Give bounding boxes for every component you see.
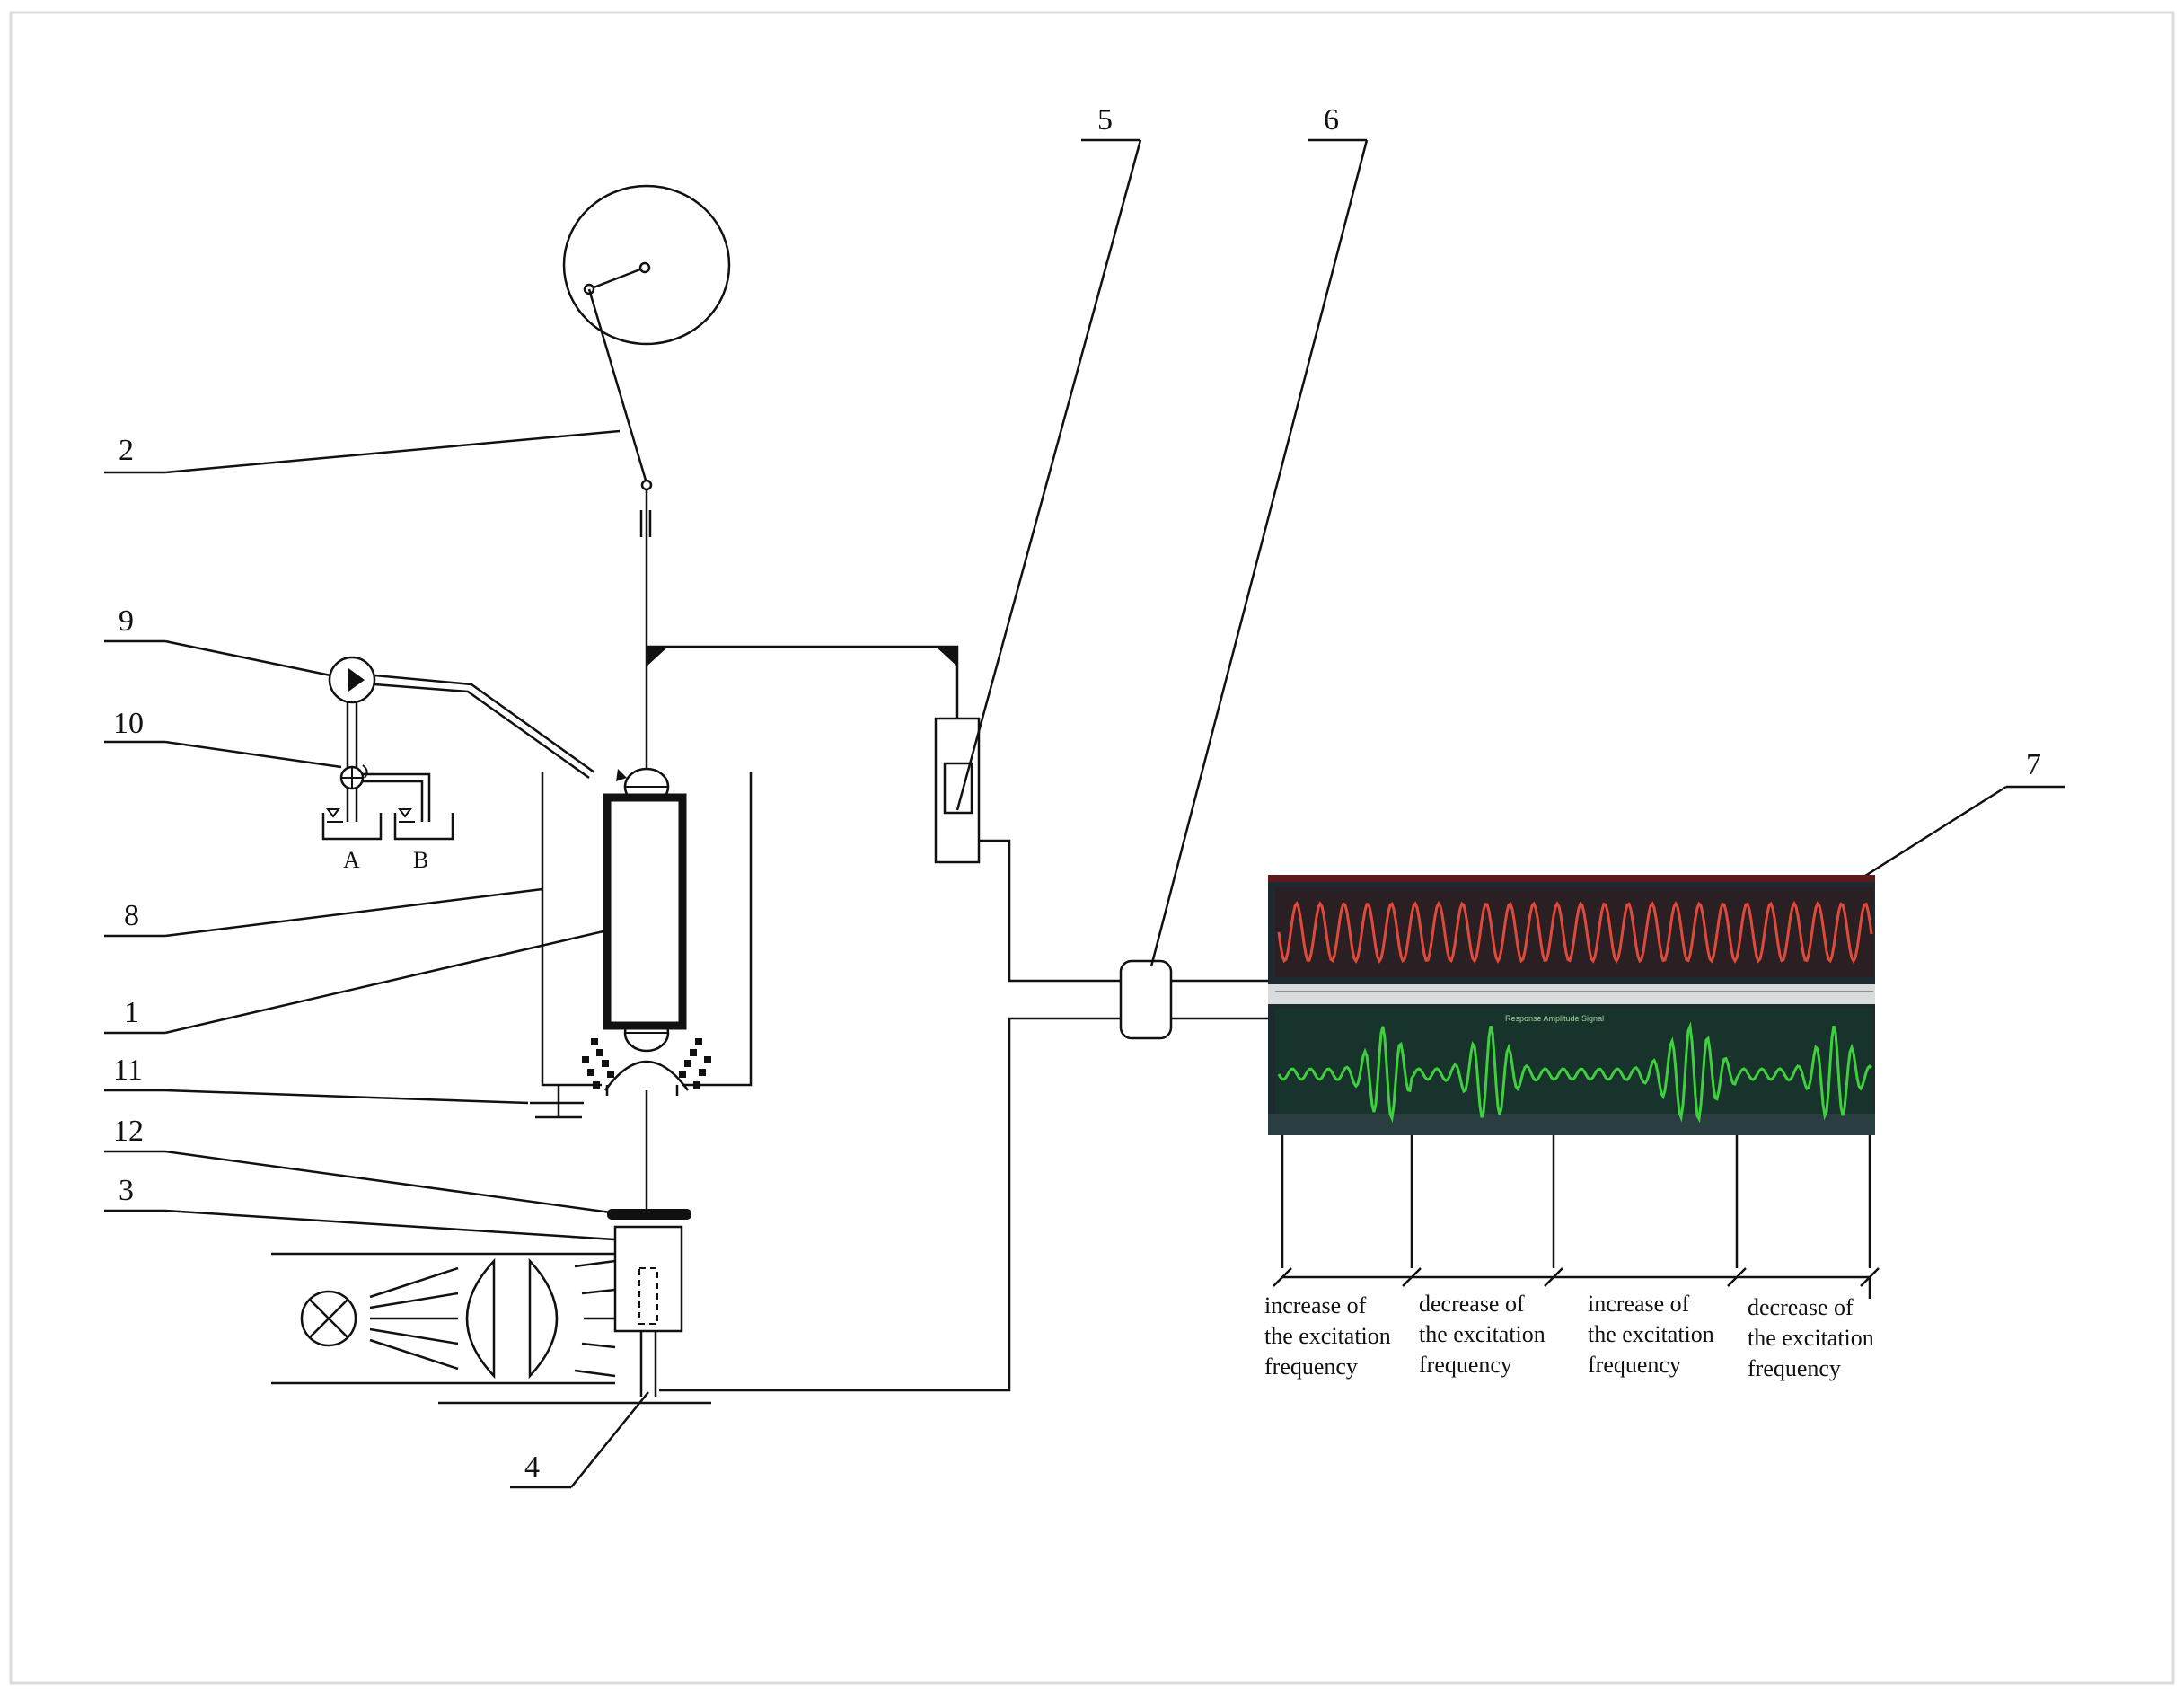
crank-disc	[562, 184, 731, 346]
tank-b-level-icon	[398, 808, 412, 818]
bottom-trace	[1277, 1021, 1872, 1124]
signal-amplifier	[1119, 959, 1173, 1040]
tank-a-label: A	[343, 847, 360, 873]
spray-nozzle	[603, 1060, 690, 1091]
label-5: 5	[1097, 103, 1113, 137]
lens-right	[528, 1257, 559, 1380]
svg-text:decrease of: decrease of	[1419, 1291, 1525, 1317]
membrane-12	[607, 1209, 691, 1220]
valve-branch-b	[363, 772, 431, 822]
caption-segment-3: increase of the excitation frequency	[1588, 1291, 1714, 1378]
label-11: 11	[113, 1054, 143, 1087]
svg-text:the excitation: the excitation	[1419, 1321, 1546, 1347]
svg-text:increase of: increase of	[1588, 1291, 1690, 1317]
vibration-exciter	[613, 1225, 683, 1333]
svg-text:frequency: frequency	[1264, 1354, 1358, 1380]
lower-graph-title: Response Amplitude Signal	[1505, 1014, 1604, 1023]
top-trace	[1277, 900, 1873, 965]
label-4: 4	[524, 1451, 540, 1484]
label-9: 9	[119, 604, 134, 638]
valve-arrow	[362, 764, 368, 779]
tank-b-label: B	[413, 847, 428, 873]
lamp-icon	[300, 1290, 357, 1347]
connecting-rod	[587, 288, 648, 484]
svg-text:frequency: frequency	[1748, 1355, 1841, 1381]
tank-a	[321, 813, 383, 841]
sensor-4-cable	[659, 1017, 1121, 1392]
svg-text:the excitation: the excitation	[1748, 1325, 1874, 1351]
outer-vessel	[541, 772, 602, 1087]
displacement-sensor-probe	[943, 762, 973, 815]
crank-arm	[588, 266, 646, 291]
label-12: 12	[113, 1115, 144, 1148]
label-7: 7	[2026, 748, 2041, 781]
displacement-sensor-housing	[934, 717, 981, 864]
pump-outlet-pipe-inner	[374, 683, 590, 780]
oscillogram-screen: Response Amplitude Signal	[1268, 875, 1875, 1135]
label-2: 2	[119, 434, 134, 467]
valve-branch-b-inner	[363, 780, 424, 822]
sensor-5-cable	[979, 839, 1121, 983]
drain-fitting	[530, 1085, 584, 1105]
caption-segment-4: decrease of the excitation frequency	[1748, 1294, 1874, 1381]
tank-b	[393, 813, 454, 841]
svg-text:decrease of: decrease of	[1748, 1294, 1854, 1320]
label-3: 3	[119, 1174, 134, 1207]
pump-outlet-pipe	[374, 674, 595, 774]
sample-tube	[603, 793, 687, 1030]
sensor-bridge	[647, 645, 959, 719]
exciter-core	[638, 1267, 658, 1325]
svg-text:the excitation: the excitation	[1588, 1321, 1714, 1347]
label-8: 8	[124, 899, 139, 932]
svg-text:the excitation: the excitation	[1264, 1323, 1391, 1349]
tank-a-level-icon	[326, 808, 340, 818]
crank-pivot	[638, 261, 651, 274]
svg-text:frequency: frequency	[1588, 1352, 1681, 1378]
label-1: 1	[124, 996, 139, 1029]
label-10: 10	[113, 707, 144, 740]
page-border	[9, 11, 2175, 1685]
spray-droplets	[582, 1038, 711, 1089]
caption-segment-1: increase of the excitation frequency	[1264, 1292, 1391, 1380]
caption-segment-2: decrease of the excitation frequency	[1419, 1291, 1546, 1378]
label-6: 6	[1324, 103, 1339, 137]
lens-left	[465, 1257, 496, 1380]
outer-vessel-right	[682, 772, 753, 1087]
rod-joint	[640, 479, 653, 491]
svg-text:increase of: increase of	[1264, 1292, 1367, 1318]
svg-text:frequency: frequency	[1419, 1352, 1512, 1378]
